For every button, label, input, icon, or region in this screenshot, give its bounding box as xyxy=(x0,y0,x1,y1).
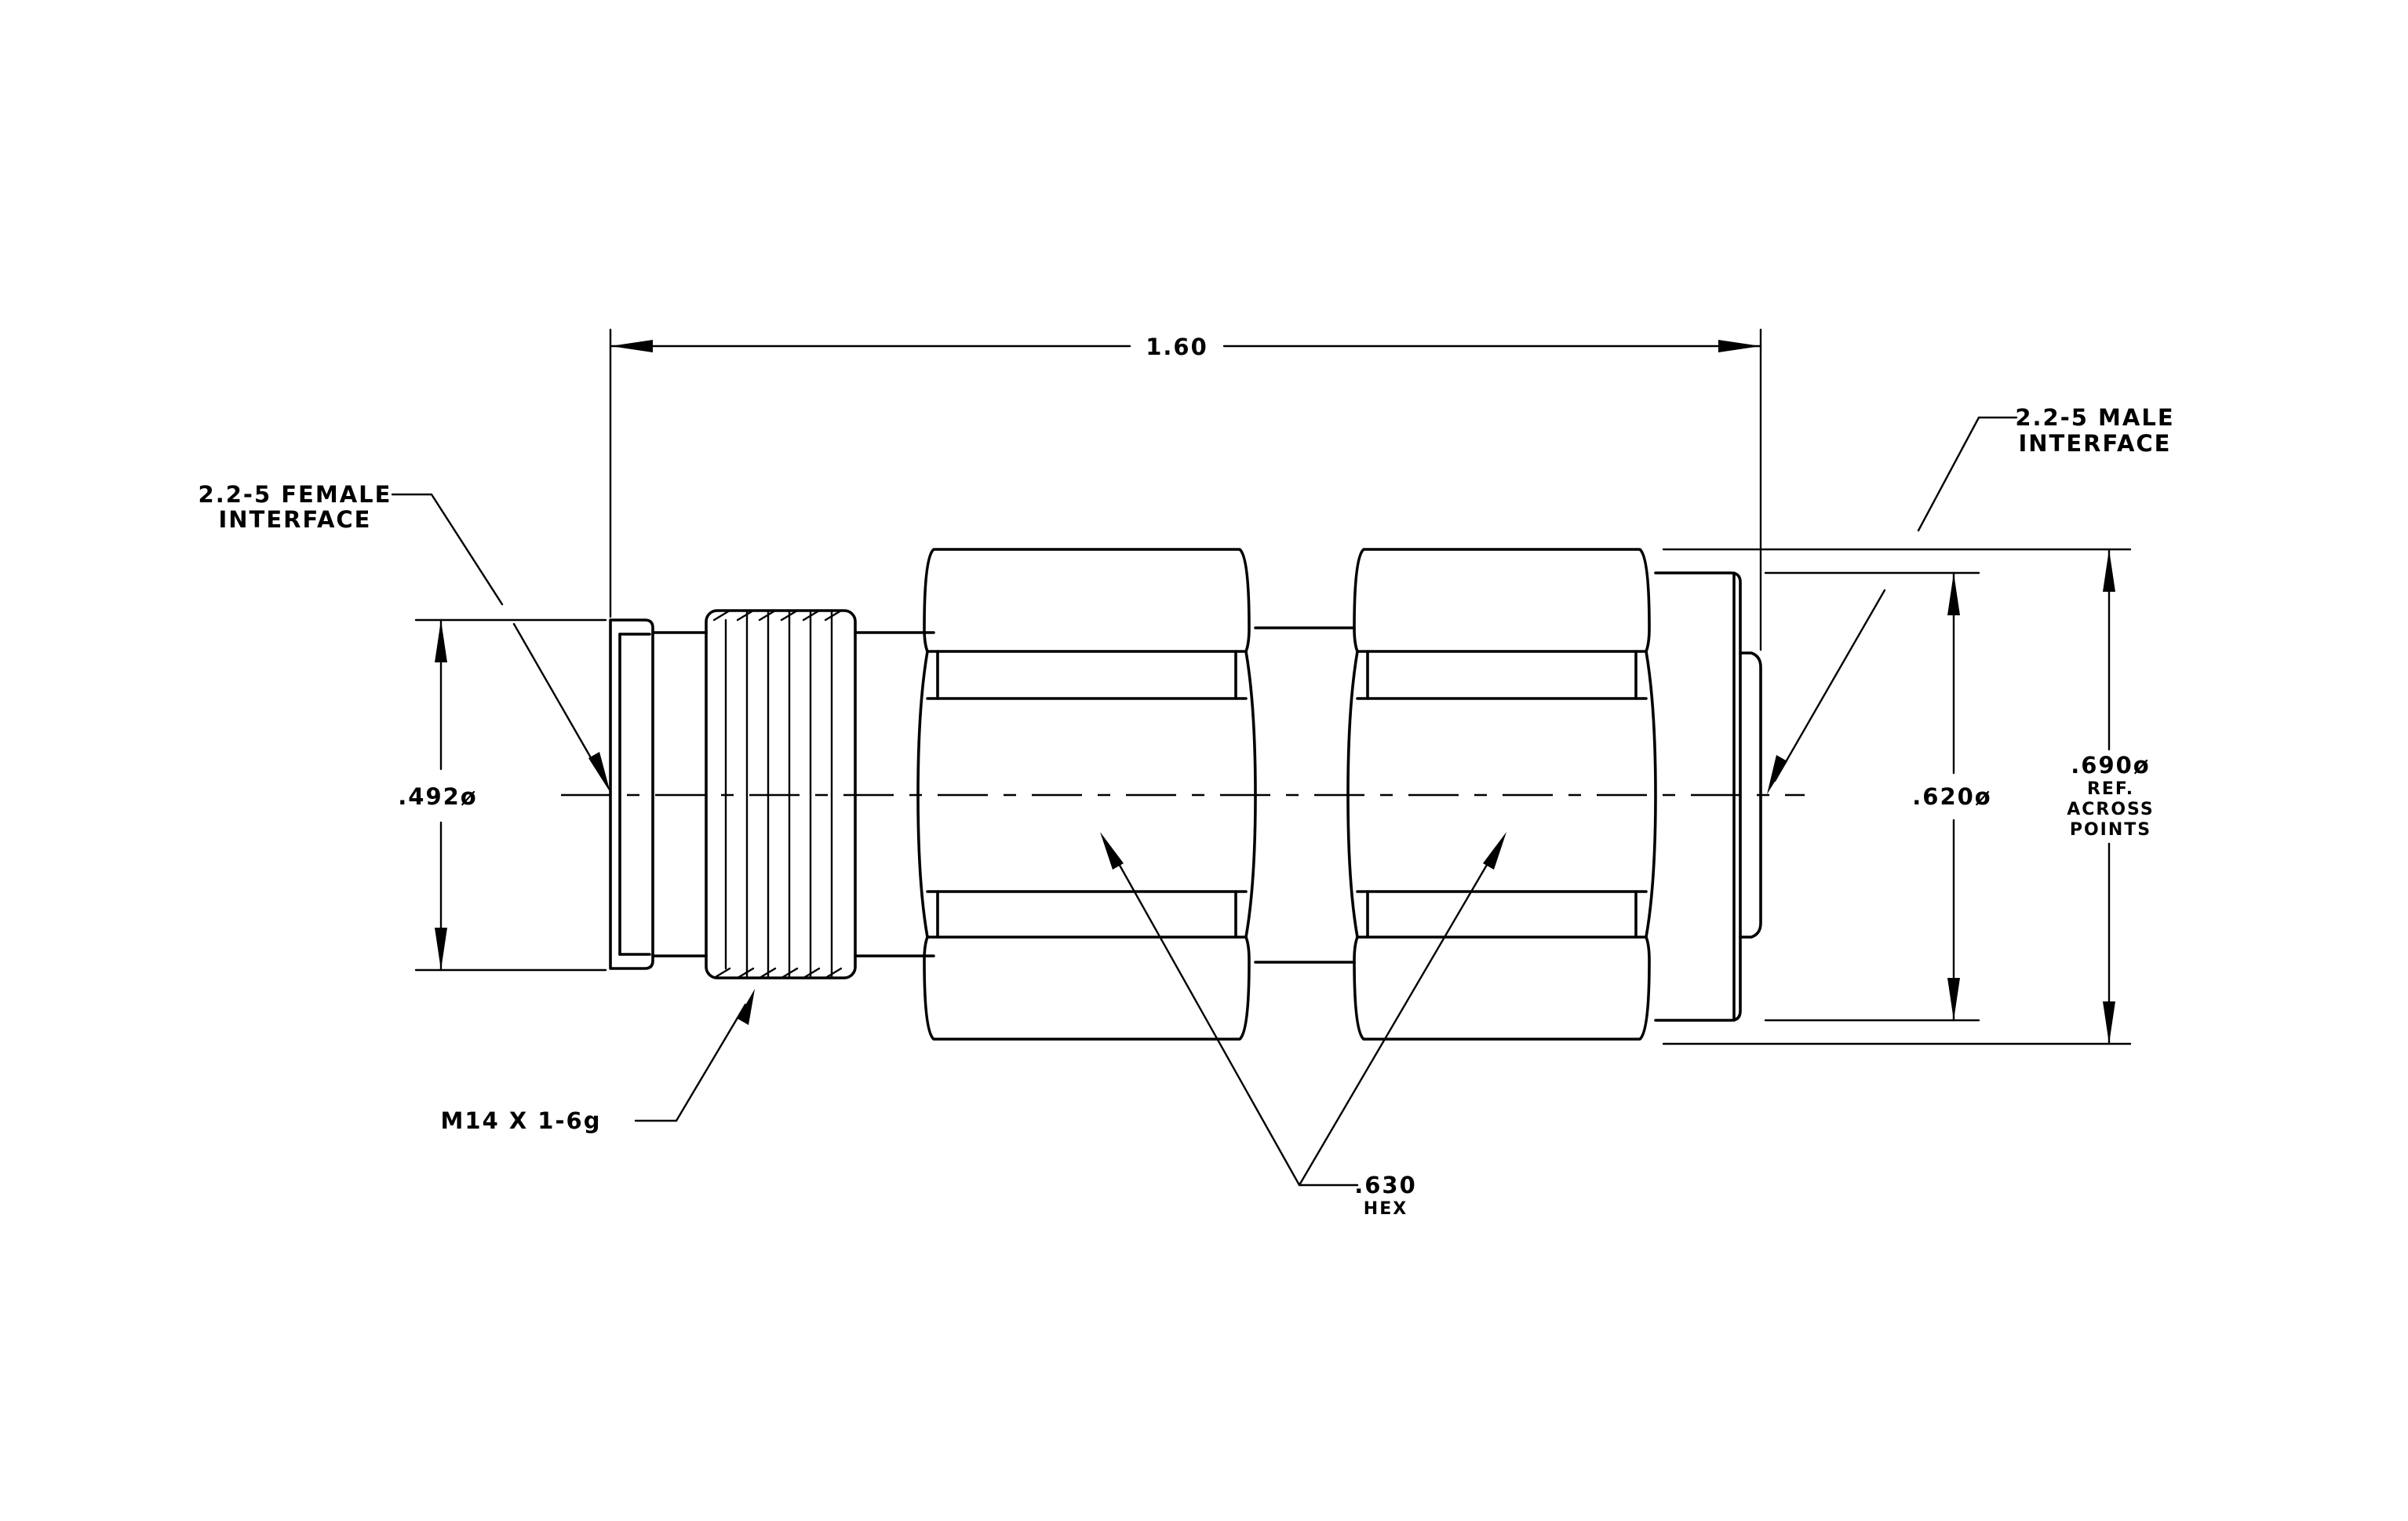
right-diameter-label: .620ø xyxy=(1912,783,1991,810)
male-interface-line2: INTERFACE xyxy=(2018,430,2171,457)
across-points-line2: ACROSS xyxy=(2067,800,2155,819)
across-points-line3: POINTS xyxy=(2070,820,2151,840)
female-interface-line1: 2.2-5 FEMALE xyxy=(199,481,392,508)
hex-size-label: .630 xyxy=(1354,1172,1417,1198)
hex-nut-right xyxy=(1346,548,1657,1041)
across-points-line1: REF. xyxy=(2087,779,2134,799)
female-neck xyxy=(651,631,708,957)
body-neck-left xyxy=(854,631,935,957)
leader-male-interface xyxy=(1767,416,2018,794)
hex-label: HEX xyxy=(1364,1199,1408,1219)
female-flange xyxy=(609,618,654,970)
leader-thread-spec xyxy=(634,989,755,1122)
leader-hex-size xyxy=(1100,832,1506,1187)
dimension-overall-length xyxy=(609,328,1762,651)
thread-spec-label: M14 X 1-6g xyxy=(441,1107,602,1134)
overall-length-label: 1.60 xyxy=(1146,334,1208,360)
threaded-section xyxy=(705,609,857,979)
across-points-value: .690ø xyxy=(2071,752,2150,779)
leader-female-interface xyxy=(391,493,610,793)
dimension-across-points xyxy=(1662,548,2132,1045)
male-interface-line1: 2.2-5 MALE xyxy=(2015,404,2174,431)
left-diameter-label: .492ø xyxy=(398,783,477,810)
female-interface-line2: INTERFACE xyxy=(218,506,371,533)
dimension-right-diameter xyxy=(1764,571,1980,1022)
dimension-left-diameter xyxy=(414,618,607,972)
hex-nut-left xyxy=(916,548,1257,1041)
male-collar xyxy=(1654,571,1762,1022)
body-neck-middle xyxy=(1254,626,1356,964)
